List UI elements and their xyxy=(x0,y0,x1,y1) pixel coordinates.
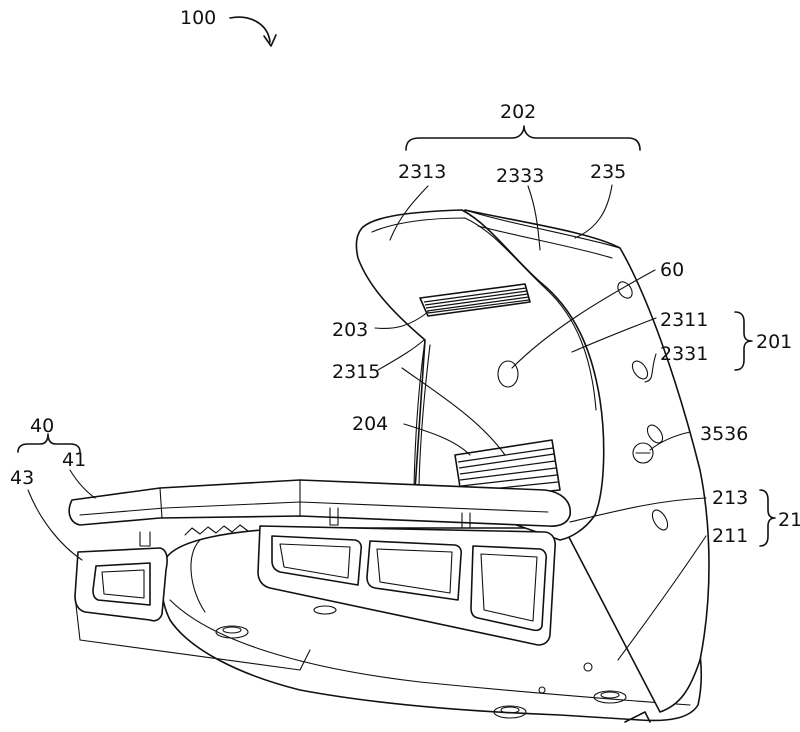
label-201: 201 xyxy=(756,331,792,353)
label-2333: 2333 xyxy=(496,165,544,187)
label-2315: 2315 xyxy=(332,361,380,383)
label-40: 40 xyxy=(30,415,54,437)
label-235: 235 xyxy=(590,161,626,183)
label-213: 213 xyxy=(712,487,748,509)
label-203: 203 xyxy=(332,319,368,341)
label-211: 211 xyxy=(712,525,748,547)
label-2311: 2311 xyxy=(660,309,708,331)
label-202: 202 xyxy=(500,101,536,123)
label-3536: 3536 xyxy=(700,423,748,445)
label-41: 41 xyxy=(62,449,86,471)
label-60: 60 xyxy=(660,259,684,281)
label-204: 204 xyxy=(352,413,388,435)
label-2331: 2331 xyxy=(660,343,708,365)
label-43: 43 xyxy=(10,467,34,489)
label-100: 100 xyxy=(180,7,216,29)
label-21: 21 xyxy=(778,509,800,531)
label-2313: 2313 xyxy=(398,161,446,183)
